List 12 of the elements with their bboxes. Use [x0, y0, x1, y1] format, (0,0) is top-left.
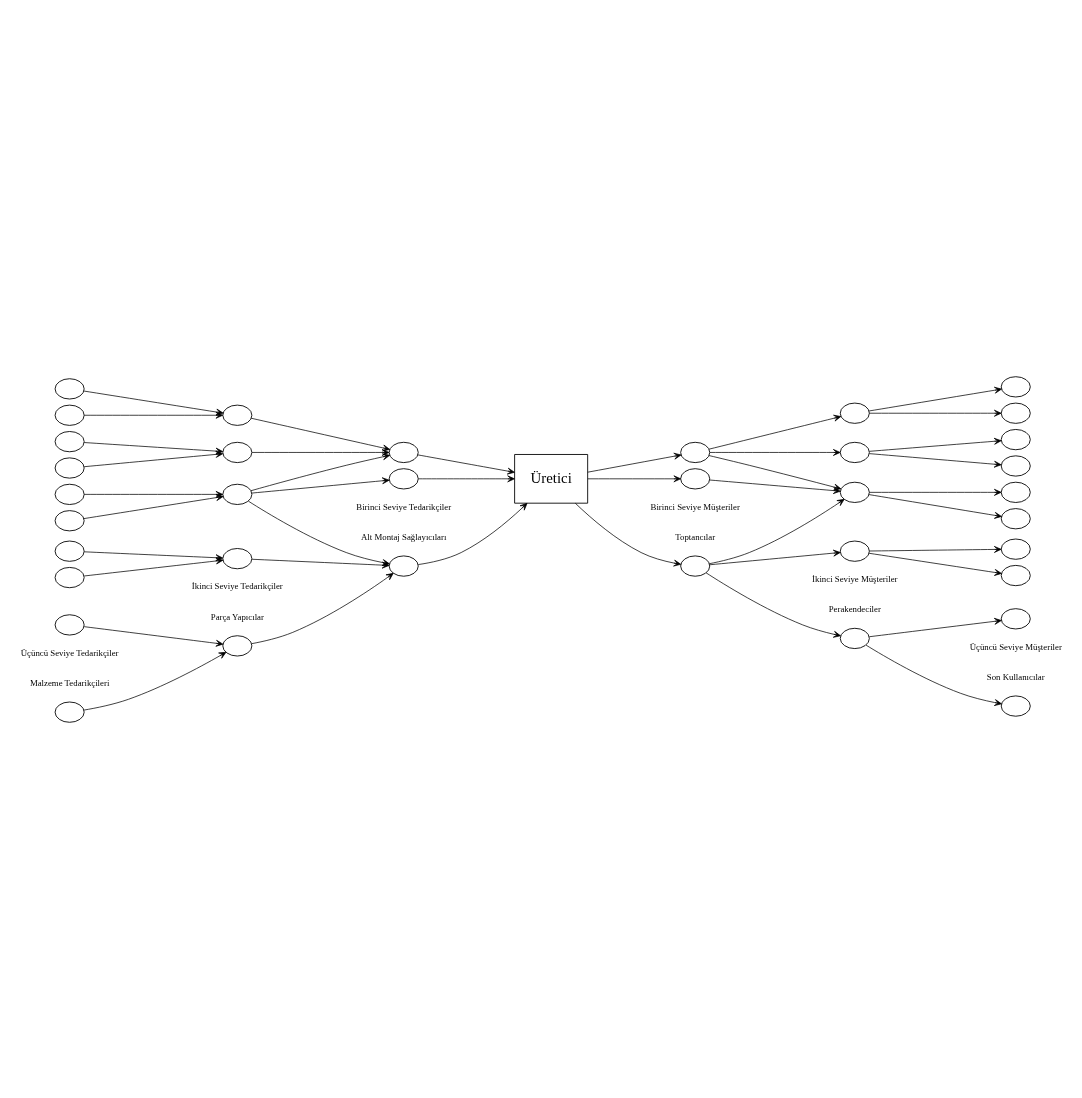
label: Perakendeciler	[828, 603, 881, 614]
label: Birinci Seviye Tedarikçiler	[356, 501, 452, 512]
label: İkinci Seviye Müşteriler	[812, 573, 898, 584]
label: Malzeme Tedarikçileri	[29, 677, 110, 688]
label: Alt Montaj Sağlayıcıları	[361, 531, 447, 542]
label: İkinci Seviye Tedarikçiler	[191, 580, 283, 591]
label: Üçüncü Seviye Müşteriler	[969, 641, 1062, 652]
label: Son Kullanıcılar	[986, 671, 1045, 682]
label: Parça Yapıcılar	[210, 611, 264, 622]
label: Birinci Seviye Müşteriler	[650, 501, 740, 512]
label: Toptancılar	[675, 531, 716, 542]
label: Üçüncü Seviye Tedarikçiler	[20, 647, 119, 658]
